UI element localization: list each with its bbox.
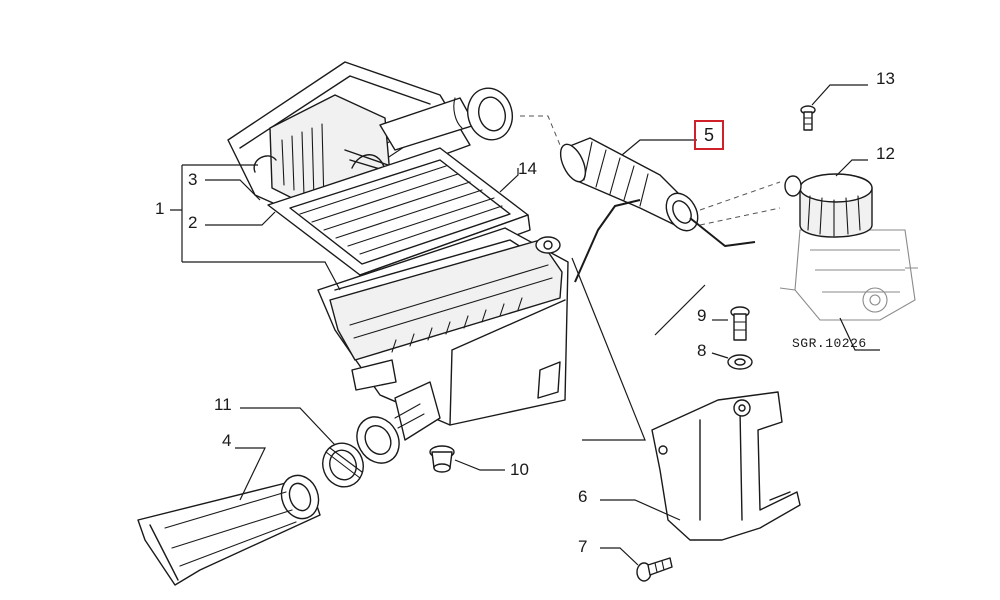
callout-7: 7 (578, 537, 588, 556)
callout-11: 11 (214, 395, 232, 414)
callout-9: 9 (697, 306, 707, 325)
filter-housing-body (317, 227, 569, 426)
callout-8: 8 (697, 341, 707, 360)
hose-clamp (322, 442, 364, 488)
assembly-guide-lines (520, 115, 781, 226)
callout-5-highlighted: 5 (694, 120, 725, 150)
drain-plug (429, 445, 455, 473)
callout-13: 13 (876, 69, 895, 88)
lid-outlet-tube (379, 87, 513, 151)
intake-hose (559, 137, 756, 283)
mounting-bracket (651, 391, 801, 541)
callout-2: 2 (188, 213, 198, 232)
drawing-reference-code: SGR.10226 (792, 336, 867, 351)
callout-12: 12 (876, 144, 895, 163)
screw-7 (636, 557, 673, 582)
bolt-13 (800, 105, 816, 131)
callout-10: 10 (510, 460, 529, 479)
callout-1: 1 (155, 199, 165, 218)
leader-lines (170, 84, 880, 566)
housing-outlet-spigot (356, 381, 441, 464)
callout-6: 6 (578, 487, 588, 506)
bolt-9 (730, 306, 750, 341)
washer-8 (727, 354, 753, 370)
callout-14: 14 (518, 159, 537, 178)
intake-duct (137, 474, 321, 586)
callout-4: 4 (222, 431, 232, 450)
callout-3: 3 (188, 170, 198, 189)
throttle-body (779, 173, 918, 321)
